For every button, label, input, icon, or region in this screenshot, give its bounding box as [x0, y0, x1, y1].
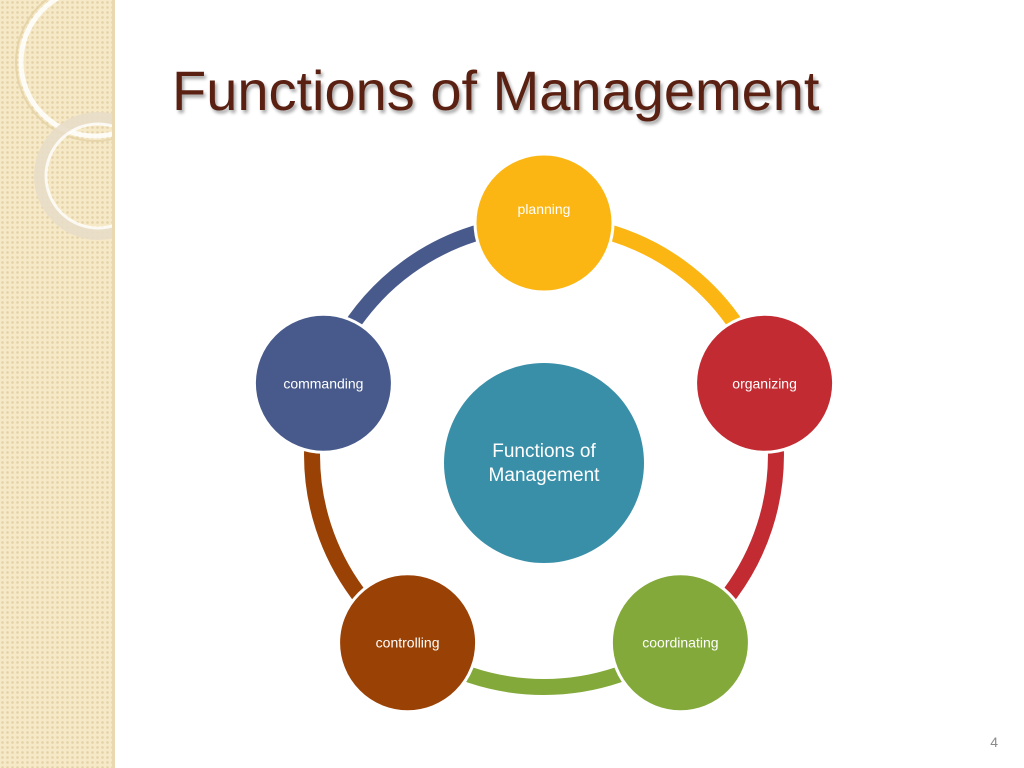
node-label-organizing: organizing	[732, 375, 797, 391]
node-planning: planning	[473, 152, 615, 294]
side-strip-divider	[112, 0, 115, 768]
node-circle-coordinating	[609, 572, 751, 714]
node-circle-controlling	[337, 572, 479, 714]
node-circle-commanding	[252, 312, 394, 454]
center-label-line1: Functions of	[492, 441, 596, 462]
decorative-rings	[15, 0, 112, 240]
center-node: Functions of Management	[444, 363, 644, 563]
node-commanding: commanding	[252, 312, 394, 454]
center-label-line2: Management	[489, 465, 601, 486]
node-label-planning: planning	[518, 201, 571, 217]
center-circle	[444, 363, 644, 563]
node-controlling: controlling	[337, 572, 479, 714]
node-organizing: organizing	[694, 312, 836, 454]
node-circle-planning	[473, 152, 615, 294]
slide-title: Functions of Management	[172, 59, 820, 122]
page-number: 4	[990, 734, 998, 750]
node-label-commanding: commanding	[283, 375, 363, 391]
node-circle-organizing	[694, 312, 836, 454]
decorative-side-strip	[0, 0, 112, 768]
node-label-coordinating: coordinating	[642, 635, 718, 651]
node-coordinating: coordinating	[609, 572, 751, 714]
node-label-controlling: controlling	[376, 635, 440, 651]
function-nodes: planning organizing coordinating controllin…	[252, 152, 836, 714]
